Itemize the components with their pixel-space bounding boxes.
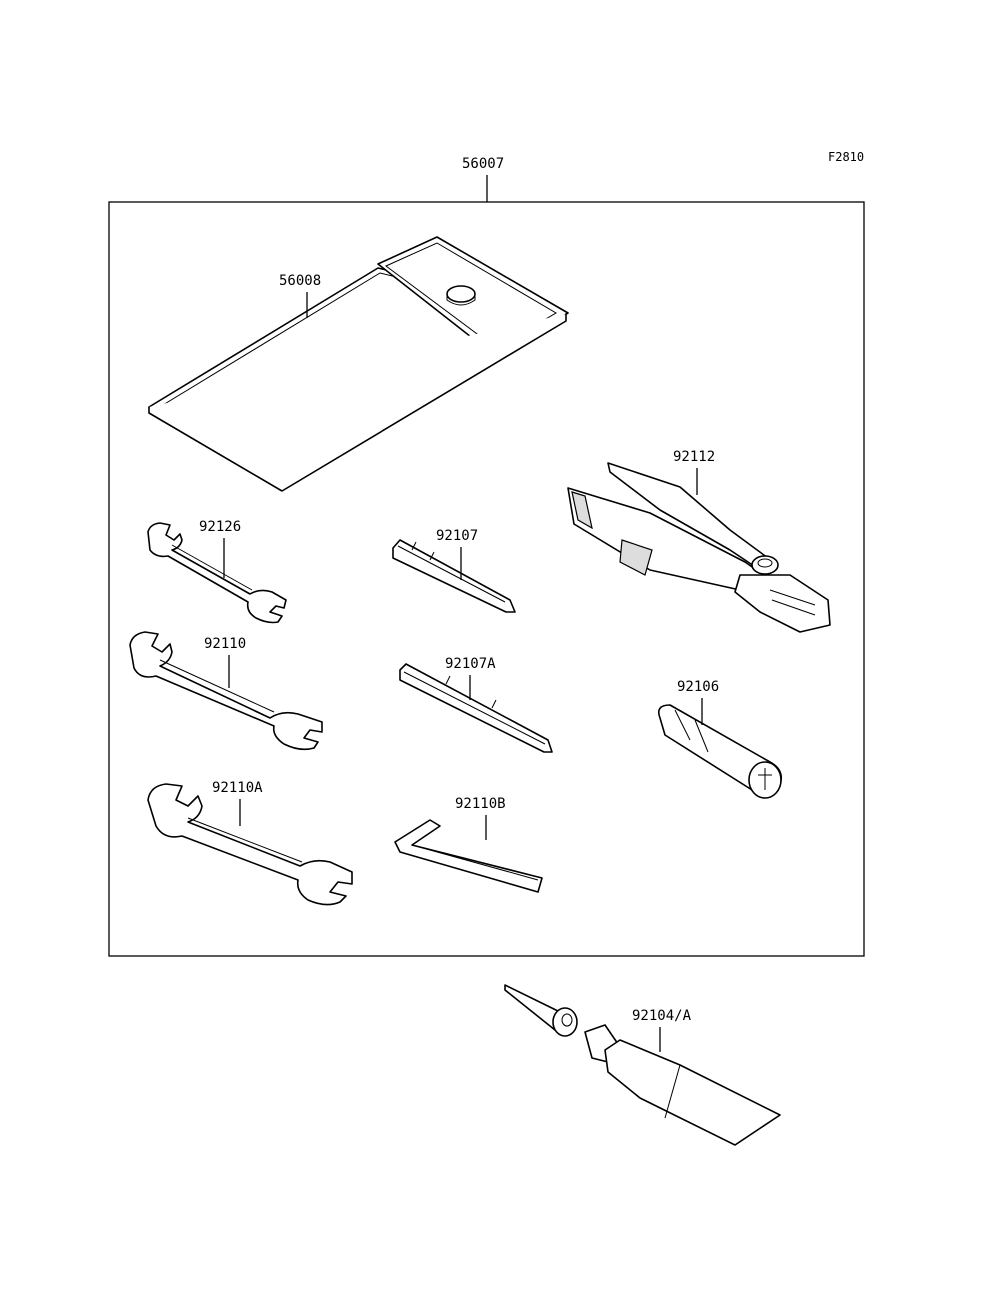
label-wrench-medium: 92110 (204, 636, 246, 652)
label-plug-wrench: 92106 (677, 679, 719, 695)
wrench-small (147, 522, 287, 624)
label-kit: 56007 (462, 156, 504, 172)
label-hex-key: 92110B (455, 796, 506, 812)
label-pouch: 56008 (279, 273, 321, 289)
screwdriver-bit (392, 539, 516, 613)
kit-box (108, 201, 865, 957)
label-wrench-large: 92110A (212, 780, 263, 796)
tool-pouch (148, 236, 569, 492)
label-screwdriver-flat: 92107A (445, 656, 496, 672)
pliers (567, 462, 831, 633)
hex-key (394, 819, 543, 893)
screwdriver-flat (399, 663, 553, 753)
label-wrench-small: 92126 (199, 519, 241, 535)
wrench-large (147, 783, 353, 906)
label-repair-kit: 92104/A (632, 1008, 692, 1024)
plug-wrench (657, 704, 783, 799)
figure-code: F2810 (828, 150, 864, 164)
wrench-medium (129, 631, 323, 751)
repair-kit (504, 984, 781, 1146)
label-screwdriver-bit: 92107 (436, 528, 478, 544)
label-pliers: 92112 (673, 449, 715, 465)
